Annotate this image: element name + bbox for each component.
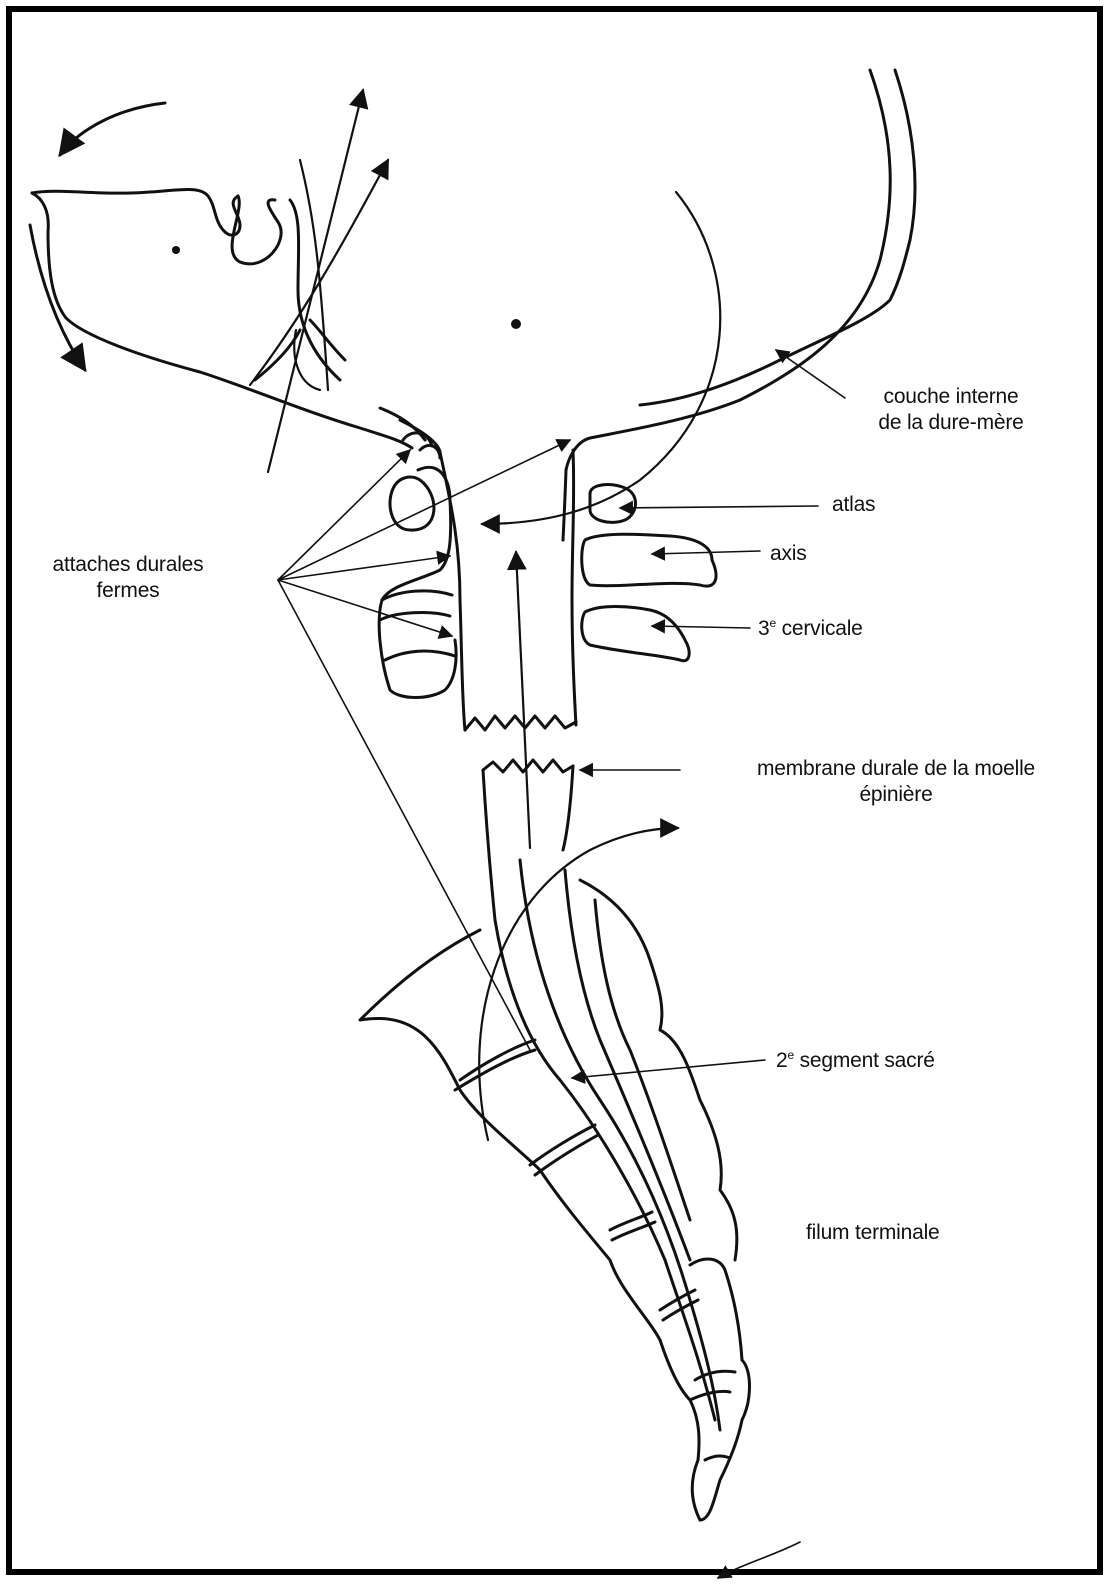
label-attaches-line2: fermes [28, 578, 228, 604]
label-attaches-line1: attaches durales [28, 552, 228, 578]
label-atlas: atlas [832, 492, 875, 518]
cervical-vertebrae-left [379, 467, 456, 697]
label-membrane-line2: épinière [716, 782, 1076, 808]
label-3e-cervicale: 3e cervicale [758, 616, 863, 642]
label-axis: axis [770, 541, 807, 567]
label-2e-segment-sacre: 2e segment sacré [776, 1048, 935, 1074]
label-couche-interne-line1: couche interne [836, 384, 1066, 410]
cervical-3-vertebra [582, 607, 689, 661]
label-membrane-line1: membrane durale de la moelle [716, 756, 1076, 782]
occipital-bone [380, 70, 915, 540]
axis-vertebra [582, 534, 716, 586]
label-filum-terminale: filum terminale [806, 1220, 940, 1246]
label-couche-interne-line2: de la dure-mère [836, 410, 1066, 436]
dural-tube-lower [483, 760, 720, 1430]
sphenoid-bone [32, 190, 412, 449]
coccyx [660, 1259, 750, 1520]
